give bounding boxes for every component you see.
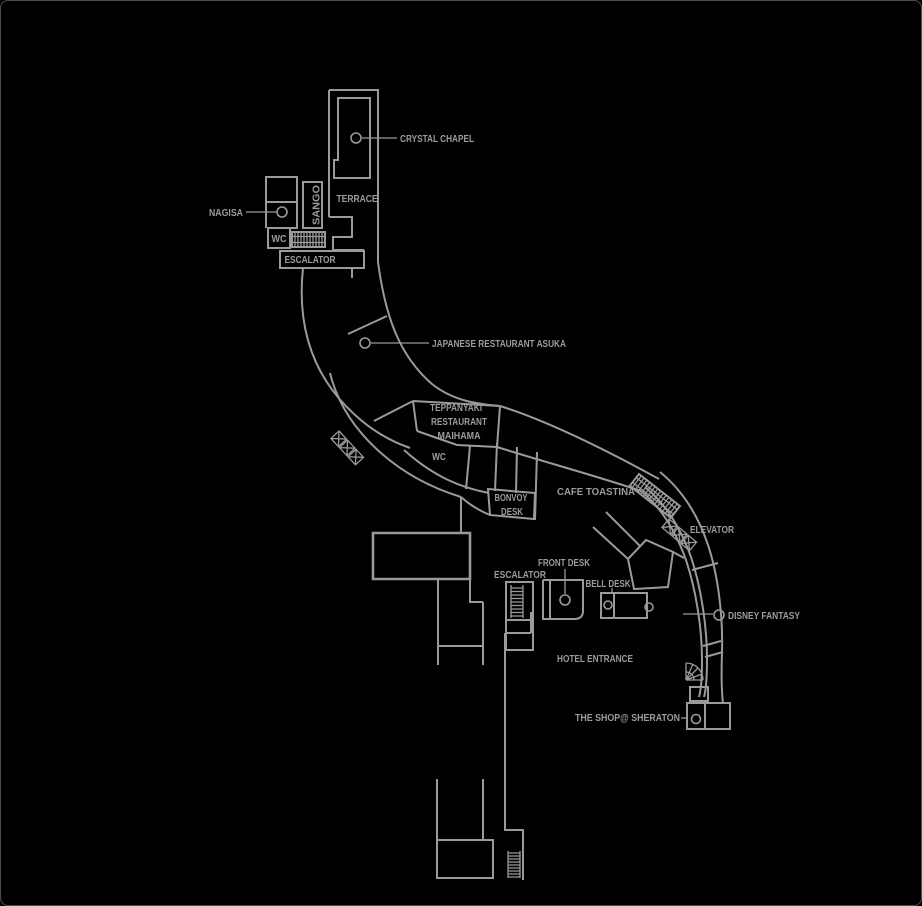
wc-upper-label: WC xyxy=(272,234,287,245)
lobby-corridor-walls xyxy=(592,511,641,560)
nagisa-label: NAGISA xyxy=(209,208,243,219)
shop-sheraton-marker xyxy=(690,713,702,725)
wing-small-room xyxy=(689,686,709,702)
crystal-chapel-label: CRYSTAL CHAPEL xyxy=(400,134,474,145)
teppanyaki-label-line1: TEPPANYAKI xyxy=(430,403,482,414)
spiral-stair-icon xyxy=(685,662,704,681)
escalator-icon-bottom xyxy=(507,851,521,878)
south-annex-room xyxy=(436,839,494,879)
elevator-icon-left xyxy=(330,430,365,466)
elevator-label: ELEVATOR xyxy=(690,525,735,536)
japanese-restaurant-label: JAPANESE RESTAURANT ASUKA xyxy=(432,339,566,350)
bonvoy-desk-room xyxy=(486,487,537,521)
teppanyaki-room xyxy=(412,400,501,448)
disney-fantasy-marker xyxy=(713,609,725,621)
escalator-upper-room xyxy=(279,250,365,278)
disney-fantasy-label: DISNEY FANTASY xyxy=(728,611,800,622)
wc-mid-label: WC xyxy=(432,452,446,463)
crystal-chapel-room xyxy=(333,97,371,179)
lobby-core-room xyxy=(626,538,685,591)
cafe-upper-wall xyxy=(499,405,660,480)
front-desk-label: FRONT DESK xyxy=(538,558,591,569)
shop-sheraton-label: THE SHOP@ SHERATON xyxy=(575,713,680,724)
terrace-label: TERRACE xyxy=(337,194,378,205)
shop-sheraton-room xyxy=(686,702,731,730)
elevator-icon-right xyxy=(661,518,698,552)
cafe-toastina-label: CAFE TOASTINA xyxy=(557,487,635,498)
cafe-lower-wall xyxy=(496,446,642,492)
nagisa-room xyxy=(265,176,298,229)
band-inner-wall xyxy=(300,267,411,449)
band-outer-wall xyxy=(377,261,501,407)
escalator-icon-wing xyxy=(628,472,682,520)
front-desk-room xyxy=(542,579,584,620)
south-corridor-walls xyxy=(436,579,484,840)
japanese-restaurant-partitions xyxy=(347,315,414,422)
front-desk-marker xyxy=(559,594,571,606)
escalator-icon-upper xyxy=(291,231,326,248)
teppanyaki-label-line2: RESTAURANT xyxy=(431,417,487,428)
bell-desk-marker-2 xyxy=(644,602,654,612)
wc-mid-room xyxy=(403,445,490,494)
teppanyaki-label-line3: MAIHAMA xyxy=(438,431,481,442)
bonvoy-desk-label-line1: BONVOY xyxy=(495,493,528,504)
nagisa-marker xyxy=(276,206,288,218)
escalator-lower-label: ESCALATOR xyxy=(494,570,547,581)
hotel-entrance-label: HOTEL ENTRANCE xyxy=(557,654,633,665)
escalator-upper-label: ESCALATOR xyxy=(285,255,337,266)
sango-label: SANGO xyxy=(312,185,323,225)
escalator-icon-lower xyxy=(505,581,534,651)
wing-outer-wall xyxy=(659,471,724,705)
sango-room xyxy=(302,181,323,229)
walkway-outer-wall xyxy=(329,372,462,498)
crystal-chapel-marker xyxy=(350,132,362,144)
wc-upper-room xyxy=(267,227,291,249)
back-of-house-room xyxy=(371,531,472,581)
bell-desk-label: BELL DESK xyxy=(586,579,632,590)
japanese-restaurant-marker xyxy=(359,337,371,349)
lobby-bottom-wall xyxy=(460,496,491,516)
bonvoy-desk-label-line2: DESK xyxy=(501,507,524,518)
wing-partitions xyxy=(691,562,724,658)
bell-desk-room xyxy=(600,592,648,619)
entrance-drive-wall xyxy=(504,612,532,880)
bell-desk-marker xyxy=(603,600,613,610)
